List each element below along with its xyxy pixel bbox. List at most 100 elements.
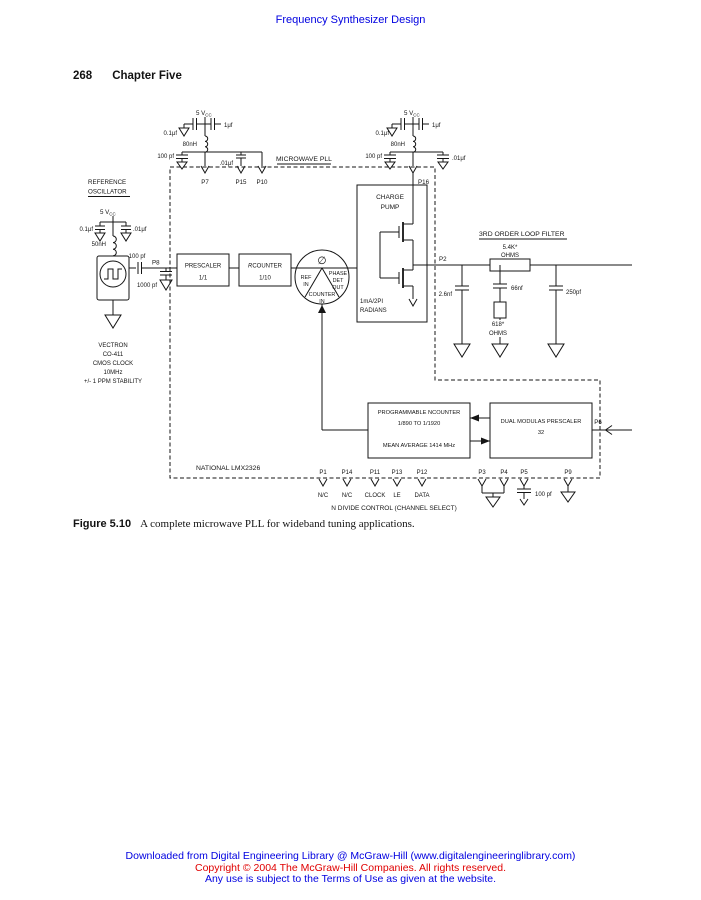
ncounter-range: 1/890 TO 1/1920	[398, 421, 440, 427]
pin-label: P7	[201, 179, 209, 186]
signal-label: LE	[393, 493, 400, 499]
pin-label: P15	[235, 179, 247, 186]
prescaler-label: PRESCALER	[185, 264, 222, 270]
chip-dashed-outline	[169, 166, 601, 479]
ground-arrow-icon	[519, 498, 529, 506]
ground-symbol	[386, 127, 398, 137]
capacitor-symbol	[517, 486, 531, 499]
resistor-label: 5.4K*	[503, 245, 518, 251]
pin-arrow-icon	[318, 478, 328, 488]
pin-arrow-icon	[257, 165, 267, 175]
charge-pump-label: CHARGE	[376, 194, 404, 201]
signal-label: CLOCK	[365, 493, 386, 499]
bottom-pins-section: P1 P14 P11 P13 P12 N/C N/C CLOCK LE DATA…	[318, 470, 576, 512]
running-head: Frequency Synthesizer Design	[275, 14, 426, 26]
phase-detector: ∅ REF IN PHASE DET OUT COUNTER IN	[294, 249, 380, 305]
device-label: +/- 1 PPM STABILITY	[84, 379, 142, 385]
arrow-icon	[470, 414, 479, 422]
ground-symbol	[485, 496, 501, 508]
pin-arrow-icon	[604, 425, 613, 435]
wires	[389, 151, 444, 166]
pin-arrow-icon	[200, 165, 210, 175]
page-footer: Downloaded from Digital Engineering Libr…	[0, 850, 701, 886]
pin-label: P3	[478, 470, 486, 476]
charge-pump: CHARGE PUMP 1mA/2PI RADIANS	[356, 173, 490, 323]
capacitor-symbol	[384, 154, 396, 162]
pin-label: P6	[594, 419, 602, 426]
page-number: 268	[73, 70, 93, 82]
dual-modulus-box	[489, 402, 593, 459]
cap-label: .01μf	[133, 227, 147, 233]
pin-arrow-icon	[417, 478, 427, 488]
cap-label: 0.1μf	[164, 131, 178, 137]
rcounter-ratio: 1/10	[259, 276, 271, 282]
dual-modulus-label: DUAL MODULAS PRESCALER	[501, 419, 582, 425]
signal-label: N/C	[342, 493, 353, 499]
cap-label: 66nf	[511, 286, 523, 292]
figure-caption-text: A complete microwave PLL for wideband tu…	[140, 518, 415, 530]
ground-symbol	[453, 343, 471, 358]
pin-arrow-icon	[392, 478, 402, 488]
cp-current-label: 1mA/2PI	[360, 299, 383, 305]
pd-ref-label: REF	[301, 275, 312, 281]
ground-symbol	[120, 232, 132, 242]
prescaler-block: PRESCALER 1/1 RCOUNTER 1/10	[176, 253, 297, 287]
supply-filter-right: 5 VCC 0.1μf 1μf 80nH 100 pf	[365, 110, 465, 186]
pll-chip-boundary: MICROWAVE PLL NATIONAL LMX2326	[169, 156, 601, 479]
gate-wires	[379, 231, 399, 279]
device-label: VECTRON	[98, 343, 127, 349]
pin-arrow-icon	[563, 478, 573, 488]
footer-terms-line: Any use is subject to the Terms of Use a…	[204, 873, 497, 885]
ncounter-box	[367, 402, 471, 459]
pin-label: P14	[342, 470, 353, 476]
rcounter-box	[238, 253, 292, 287]
pin-label: P4	[500, 470, 508, 476]
cap-label: 100 pf	[157, 154, 174, 160]
pll-schematic: REFERENCE OSCILLATOR 5 VCC 0.1μf .01μf 5…	[80, 110, 632, 512]
pin-label: P1	[319, 470, 327, 476]
ground-symbol	[176, 161, 188, 170]
reference-oscillator-section: REFERENCE OSCILLATOR 5 VCC 0.1μf .01μf 5…	[80, 179, 177, 385]
inductor-label: 80nH	[391, 142, 405, 148]
cap-label: 250pf	[566, 290, 581, 296]
cap-label: .01μf	[220, 161, 234, 167]
resistor-label: OHMS	[501, 253, 519, 259]
pin-label: P13	[392, 470, 403, 476]
pd-counter-label: COUNTER	[309, 292, 336, 298]
pin-label: P8	[152, 260, 160, 267]
capacitor-symbol	[493, 265, 507, 302]
capacitor-symbol	[95, 225, 105, 233]
cap-label: 1μf	[432, 123, 441, 129]
ground-symbol	[178, 127, 190, 137]
loop-filter-section: 3RD ORDER LOOP FILTER P2 2.6nf 5.4K* OHM…	[439, 231, 632, 358]
pin-label: P9	[564, 470, 572, 476]
inductor-label: 50nH	[92, 242, 106, 248]
arrow-icon	[318, 305, 326, 313]
charge-pump-box	[356, 184, 428, 323]
pin-label: P10	[256, 179, 268, 186]
inductor-symbol	[112, 235, 117, 257]
pin-arrow-icon	[342, 478, 352, 488]
inductor-symbol	[412, 135, 417, 153]
cap-label: 100 pf	[365, 154, 382, 160]
cap-label: .01μf	[452, 156, 466, 162]
cap-label: 100 pf	[535, 492, 552, 498]
pin-arrow-icon	[236, 165, 246, 175]
pin-label: P11	[370, 470, 381, 476]
capacitor-symbol	[437, 154, 449, 162]
cap-label: 0.1μf	[80, 227, 94, 233]
block-title: MICROWAVE PLL	[276, 156, 332, 163]
pin-arrow-icon	[370, 478, 380, 488]
prescaler-ratio: 1/1	[199, 276, 208, 282]
capacitor-symbol	[210, 118, 215, 130]
ref-osc-title-line2: OSCILLATOR	[88, 189, 127, 196]
capacitor-symbol	[176, 154, 188, 162]
footer-download-line: Downloaded from Digital Engineering Libr…	[125, 850, 576, 862]
device-label: 10MHz	[103, 370, 122, 376]
arrow-icon	[481, 437, 490, 445]
square-wave-icon	[104, 268, 122, 280]
ground-symbol	[491, 343, 509, 358]
ncounter-average: MEAN AVERAGE 1414 MHz	[383, 443, 455, 449]
signal-label: N/C	[318, 493, 329, 499]
supply-filter-left: 5 VCC 0.1μf 1μf 80nH	[157, 110, 268, 186]
